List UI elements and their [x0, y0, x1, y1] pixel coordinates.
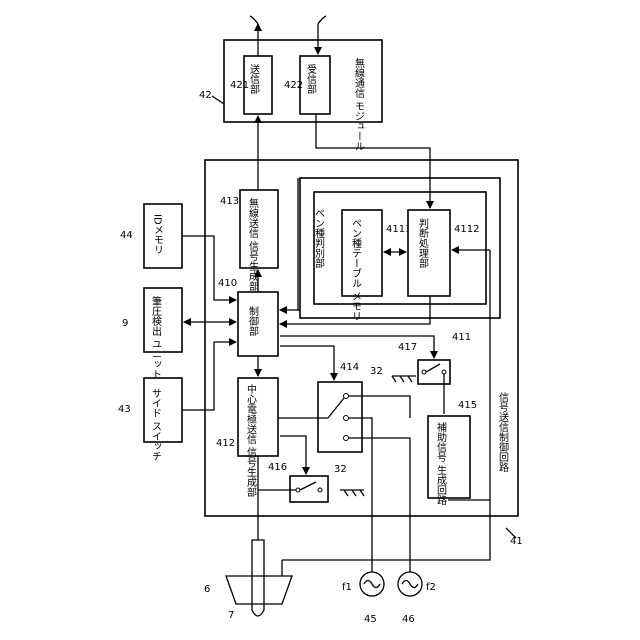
label-6: 6: [204, 584, 210, 595]
ground-416-hatch-2: [352, 490, 356, 496]
switch-416-box: [290, 476, 328, 502]
id-memory-box: [144, 204, 182, 268]
side-switch-label: サイド スイッチ: [150, 388, 162, 461]
ground-417-hatch-2: [400, 376, 404, 382]
receiver-label: 受信部: [305, 64, 317, 95]
label-42: 42: [199, 90, 212, 101]
label-43: 43: [118, 404, 131, 415]
label-7: 7: [228, 610, 234, 621]
label-414: 414: [340, 362, 359, 373]
label-f1: f1: [342, 582, 352, 593]
pressure-unit-label: 筆圧検出 ユニット: [150, 295, 162, 379]
pen-housing: [226, 576, 292, 604]
label-4112: 4112: [454, 224, 479, 235]
control-label: 制御部: [247, 305, 259, 337]
wire-control-to-switch414: [280, 346, 334, 380]
pen-type-label: ペン種判別部: [313, 208, 325, 269]
wire-rx-to-judge: [316, 114, 430, 208]
ground-416-hatch-1: [344, 490, 348, 496]
label-41: 41: [510, 536, 523, 547]
wire-housing-to-rail: [282, 516, 490, 560]
label-9: 9: [122, 318, 128, 329]
switch-417-contact-b: [442, 370, 446, 374]
label-422: 422: [284, 80, 303, 91]
wire-contact1-to-415: [348, 396, 410, 418]
signal-control-label: 信号送信制御回路: [497, 392, 509, 473]
switch-414-box: [318, 382, 362, 452]
ground-416-hatch-3: [360, 490, 364, 496]
ground-417-hatch-1: [392, 376, 396, 382]
pen-type-outer-box: [300, 178, 500, 318]
leader-42: [212, 96, 224, 104]
wire-id-to-control: [182, 236, 236, 300]
center-signal-gen-label: 中心電極送信 信号生成部: [245, 383, 257, 498]
wire-contact2-to-f1: [348, 418, 372, 572]
pen-type-box: [314, 192, 486, 304]
label-413: 413: [220, 196, 239, 207]
wireless-signal-gen-label: 無線送信 信号生成部: [247, 197, 259, 292]
judge-label: 判断処理部: [417, 218, 429, 269]
transmitter-label: 送信部: [248, 63, 260, 95]
label-411: 411: [452, 332, 471, 343]
label-416: 416: [268, 462, 287, 473]
label-32-bottom: 32: [334, 464, 347, 475]
switch-414-contact-1: [344, 394, 349, 399]
label-421: 421: [230, 80, 249, 91]
label-44: 44: [120, 230, 133, 241]
aux-signal-gen-label: 補助信号 生成回路: [435, 421, 447, 506]
switch-417-blade: [426, 364, 440, 372]
label-32-top: 32: [370, 366, 383, 377]
switch-416-blade: [300, 482, 316, 490]
label-415: 415: [458, 400, 477, 411]
label-410: 410: [218, 278, 237, 289]
label-412: 412: [216, 438, 235, 449]
tx-antenna-wave: [250, 16, 258, 24]
pen-table-box: [342, 210, 382, 296]
wireless-module-label: 無線通信 モジュール: [353, 57, 365, 151]
switch-417-contact-a: [422, 370, 426, 374]
control-box: [238, 292, 278, 356]
label-f2: f2: [426, 582, 436, 593]
ground-417-hatch-3: [408, 376, 412, 382]
label-417: 417: [398, 342, 417, 353]
id-memory-label: IDメモリ: [152, 214, 163, 255]
switch-416-contact-a: [296, 488, 300, 492]
switch-414-contact-2: [344, 416, 349, 421]
wire-contact3-to-f2: [348, 438, 410, 572]
judge-box: [408, 210, 450, 296]
switch-414-contact-3: [344, 436, 349, 441]
label-45: 45: [364, 614, 377, 625]
switch-416-contact-b: [318, 488, 322, 492]
rx-antenna-wave: [318, 16, 326, 24]
pen-table-label: ペン種テーブル メモリ: [350, 218, 362, 321]
label-46: 46: [402, 614, 415, 625]
wire-side-to-control: [182, 342, 236, 410]
switch-414-blade: [328, 398, 344, 418]
